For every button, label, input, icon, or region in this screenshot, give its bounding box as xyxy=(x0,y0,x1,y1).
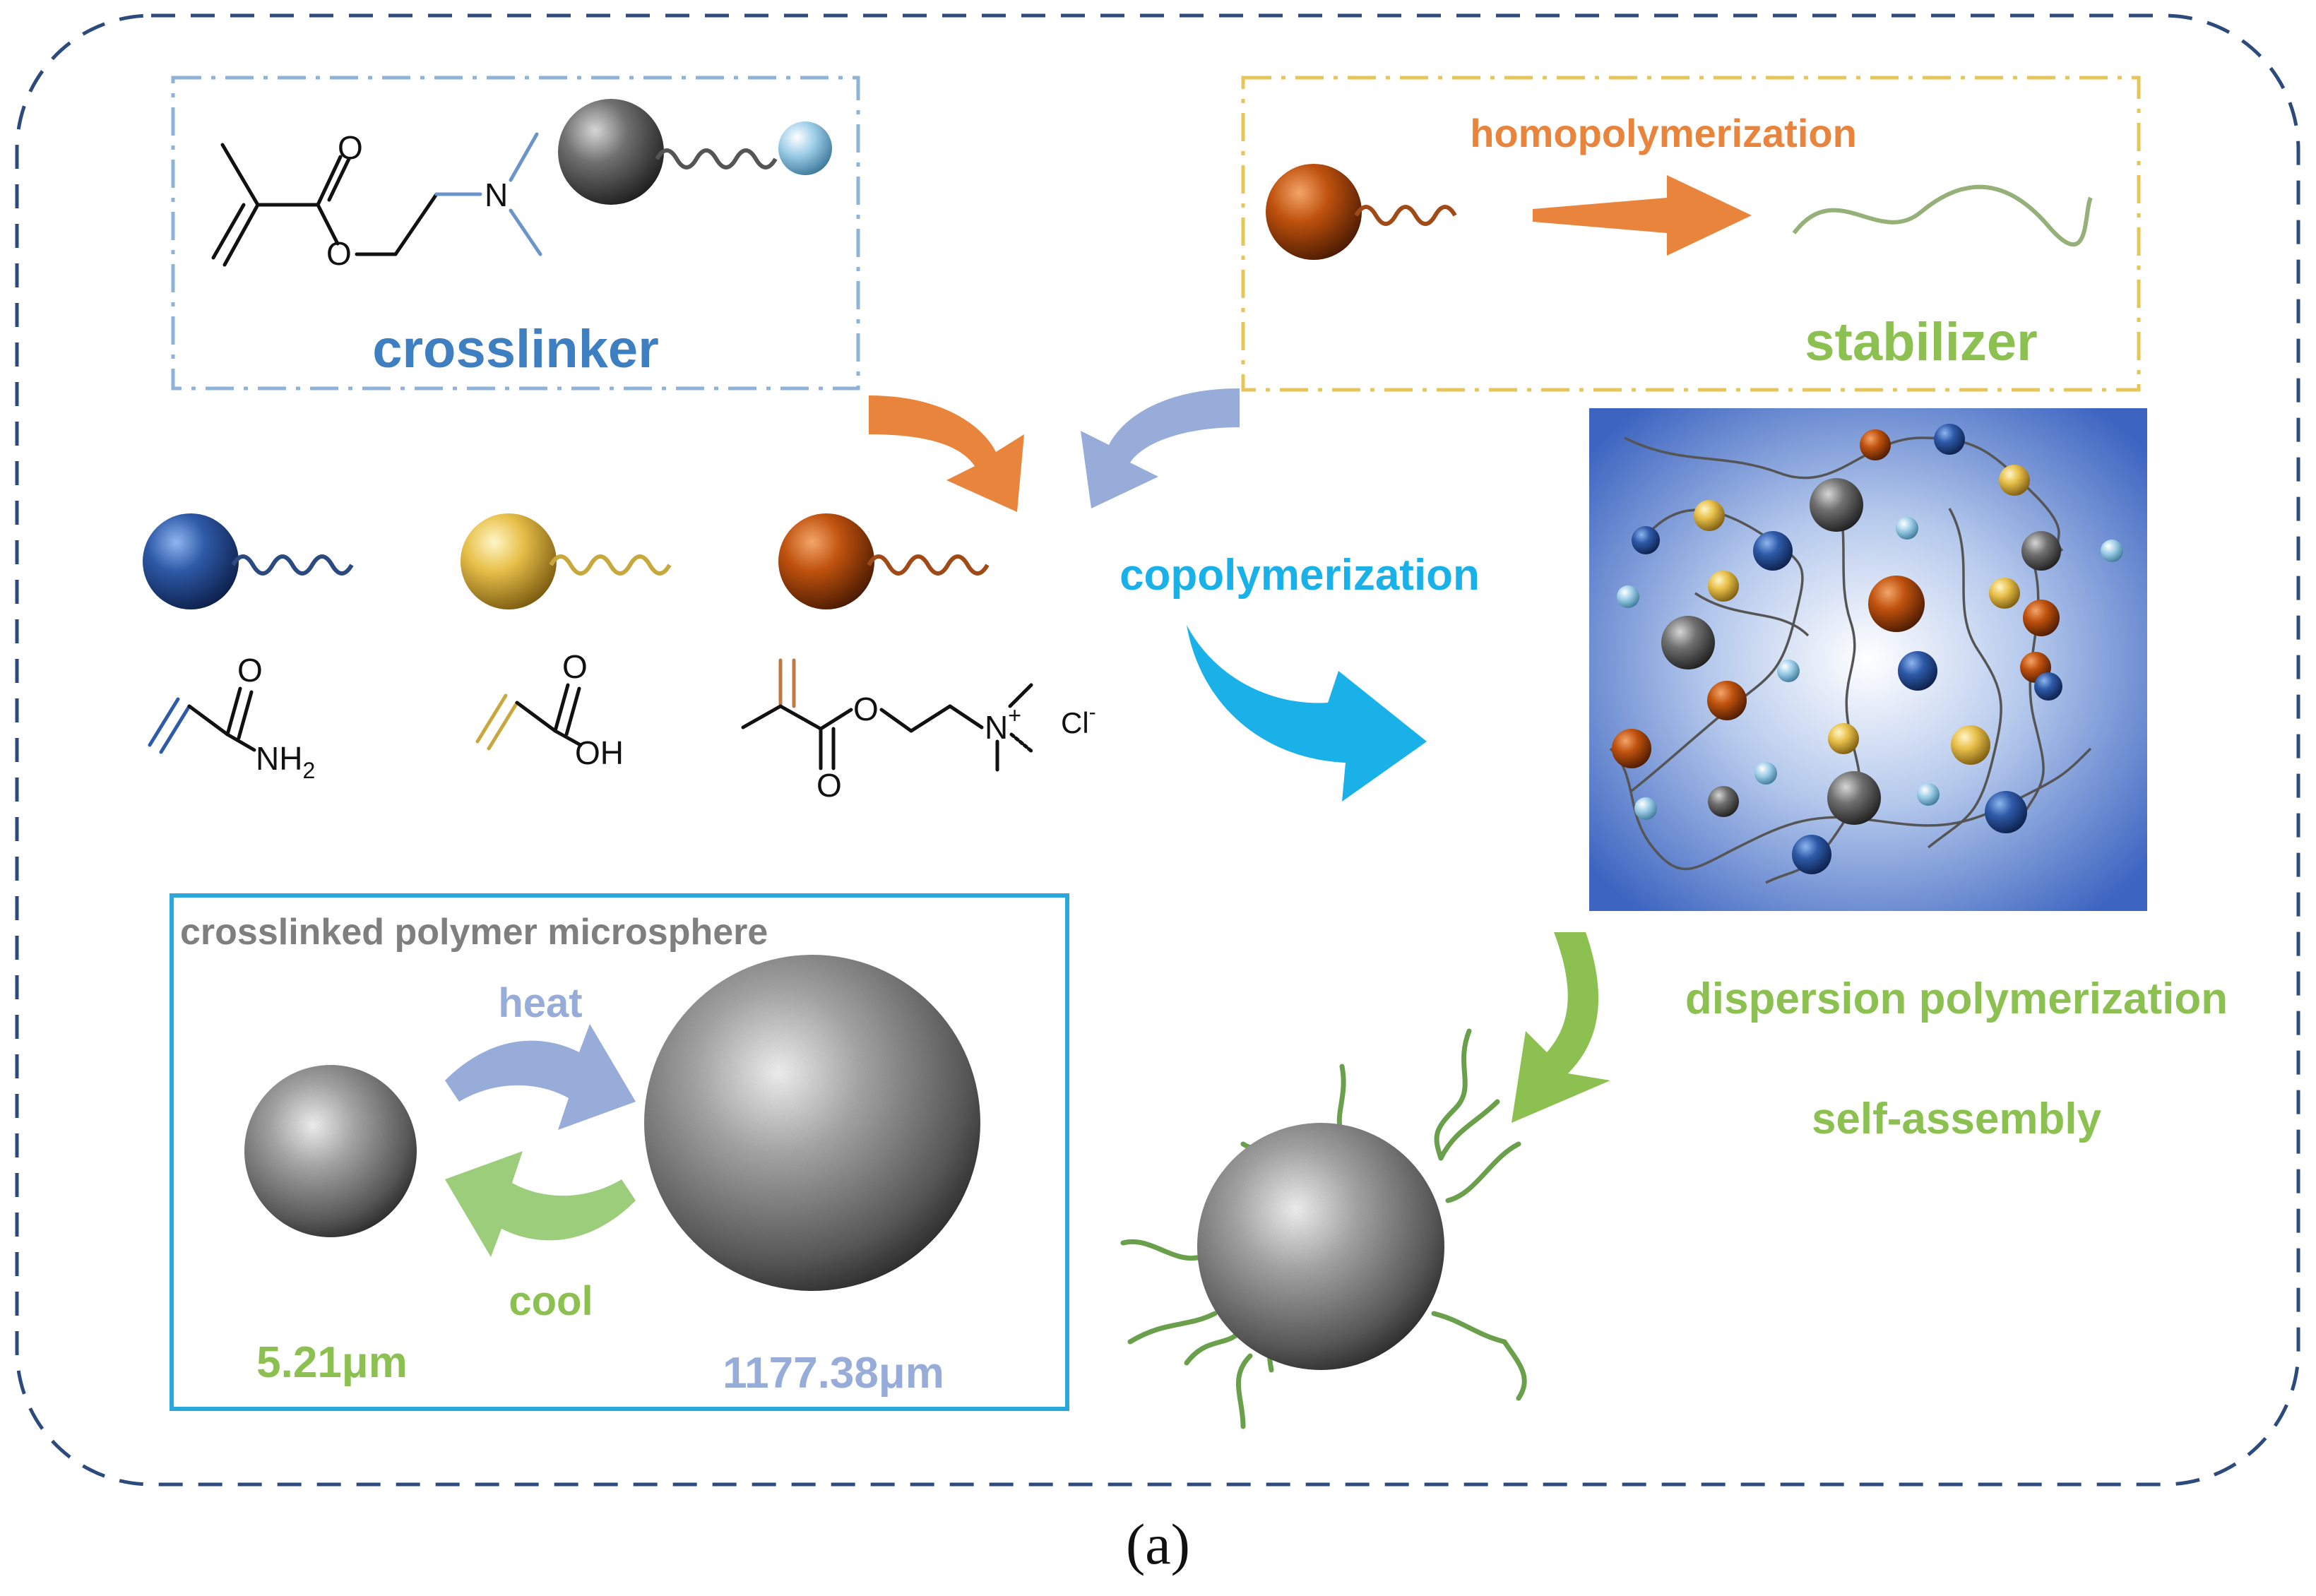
acrylic-acid-oh: OH xyxy=(575,734,624,771)
crosslinker-label: crosslinker xyxy=(372,319,659,379)
heat-arrow xyxy=(445,1024,636,1130)
acrylic-acid-o: O xyxy=(562,648,588,685)
blue-sphere-icon xyxy=(143,513,239,609)
large-size-label: 1177.38μm xyxy=(723,1349,944,1398)
ammonium-n: N+ xyxy=(985,703,1021,746)
acrylamide-o: O xyxy=(237,652,263,689)
homopolymerization-arrow xyxy=(1533,175,1752,256)
orange-monomer-sphere-icon xyxy=(778,513,874,609)
outer-dashed-border xyxy=(15,13,2300,1487)
blue-curved-arrow xyxy=(1081,388,1240,508)
orange-chain-icon xyxy=(1354,205,1457,226)
crosslinker-o-top: O xyxy=(338,129,363,166)
green-curved-arrow xyxy=(1512,932,1610,1123)
acrylic-acid-structure xyxy=(475,683,583,751)
crosslinker-o: O xyxy=(326,235,352,272)
yellow-sphere-icon xyxy=(461,513,557,609)
cool-label: cool xyxy=(509,1278,593,1324)
acrylamide-nh2: NH2 xyxy=(256,740,315,783)
copolymerization-label: copolymerization xyxy=(1120,551,1480,600)
heat-label: heat xyxy=(498,980,582,1026)
stabilizer-box xyxy=(1241,76,2141,392)
yellow-chain-icon xyxy=(549,554,672,576)
methacrylate-o-top: O xyxy=(853,691,879,727)
stabilizer-chain-icon xyxy=(1792,184,2093,247)
cool-arrow xyxy=(445,1151,636,1257)
chloride-ion: Cl- xyxy=(1061,701,1096,739)
microsphere-core xyxy=(1197,1123,1444,1370)
orange-curved-arrow xyxy=(869,395,1024,512)
homopolymerization-label: homopolymerization xyxy=(1470,111,1857,155)
orange-monomer-chain-icon xyxy=(867,554,990,576)
dispersion-polymerization-label: dispersion polymerization xyxy=(1685,975,2228,1023)
crosslinker-structure xyxy=(211,132,542,267)
self-assembly-label: self-assembly xyxy=(1812,1095,2102,1143)
methacrylate-o-bottom: O xyxy=(816,767,842,804)
small-size-label: 5.21μm xyxy=(256,1338,408,1387)
methacrylate-ammonium-structure xyxy=(741,658,1035,772)
crosslinker-n: N xyxy=(485,177,508,213)
blue-chain-icon xyxy=(231,554,354,576)
grey-sphere-icon xyxy=(558,99,664,205)
polymer-network-spheres xyxy=(1612,424,2123,874)
orange-sphere-icon xyxy=(1266,164,1362,260)
light-blue-sphere-icon xyxy=(778,121,832,175)
acrylamide-structure xyxy=(148,686,256,754)
small-microsphere xyxy=(244,1065,417,1237)
crosslinker-box xyxy=(171,76,860,391)
large-microsphere xyxy=(644,955,980,1291)
crosslinker-chain-icon xyxy=(655,148,778,169)
stabilizer-label: stabilizer xyxy=(1805,312,2037,372)
copolymerization-arrow xyxy=(1187,625,1427,802)
stabilized-microsphere xyxy=(1120,1028,1527,1429)
microsphere-box xyxy=(170,893,1069,1411)
microsphere-box-title: crosslinked polymer microsphere xyxy=(180,912,768,953)
figure-caption: (a) xyxy=(1125,1512,1190,1576)
